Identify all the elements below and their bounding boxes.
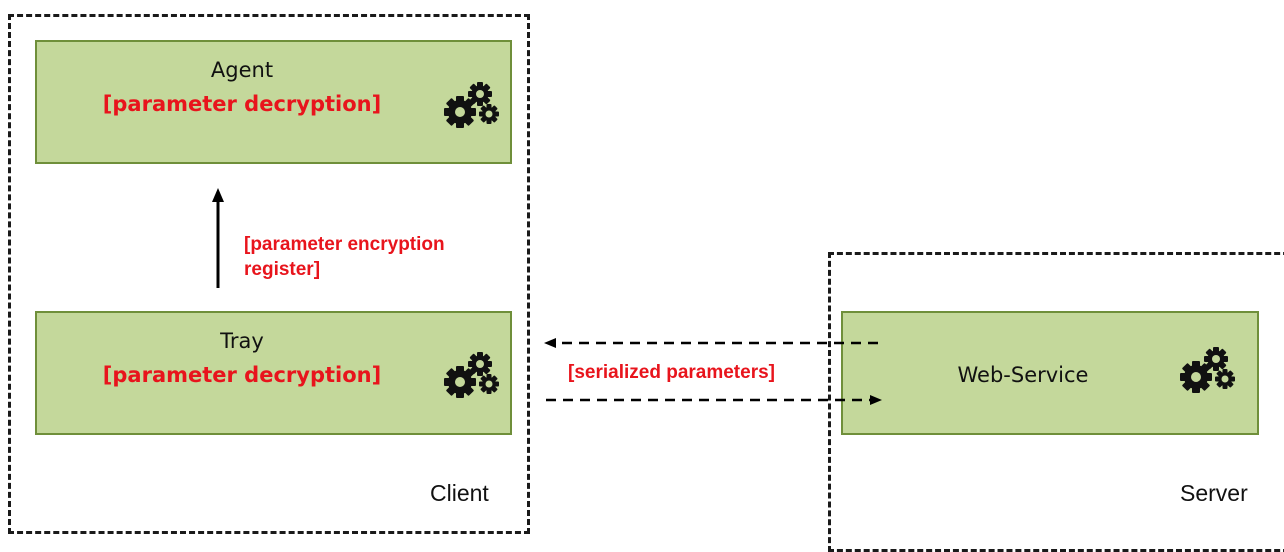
response-arrow [544, 338, 878, 348]
request-arrow [546, 395, 882, 405]
tray-box: Tray [parameter decryption] [35, 311, 512, 435]
tray-title: Tray [220, 329, 264, 353]
agent-box: Agent [parameter decryption] [35, 40, 512, 164]
web-service-box: Web-Service [841, 311, 1259, 435]
web-service-title: Web-Service [957, 363, 1089, 387]
agent-subtitle: [parameter decryption] [102, 92, 382, 116]
agent-title: Agent [210, 58, 274, 82]
tray-subtitle: [parameter decryption] [102, 363, 382, 387]
client-label: Client [430, 480, 489, 506]
encryption-label-line1: [parameter encryption [244, 234, 445, 255]
tray-to-agent-arrow [212, 188, 224, 288]
server-label: Server [1180, 480, 1248, 506]
serialized-parameters-label: [serialized parameters] [568, 362, 775, 383]
encryption-label: [parameter encryption register] [244, 232, 445, 282]
connectors [212, 188, 882, 405]
encryption-label-line2: register] [244, 259, 321, 280]
